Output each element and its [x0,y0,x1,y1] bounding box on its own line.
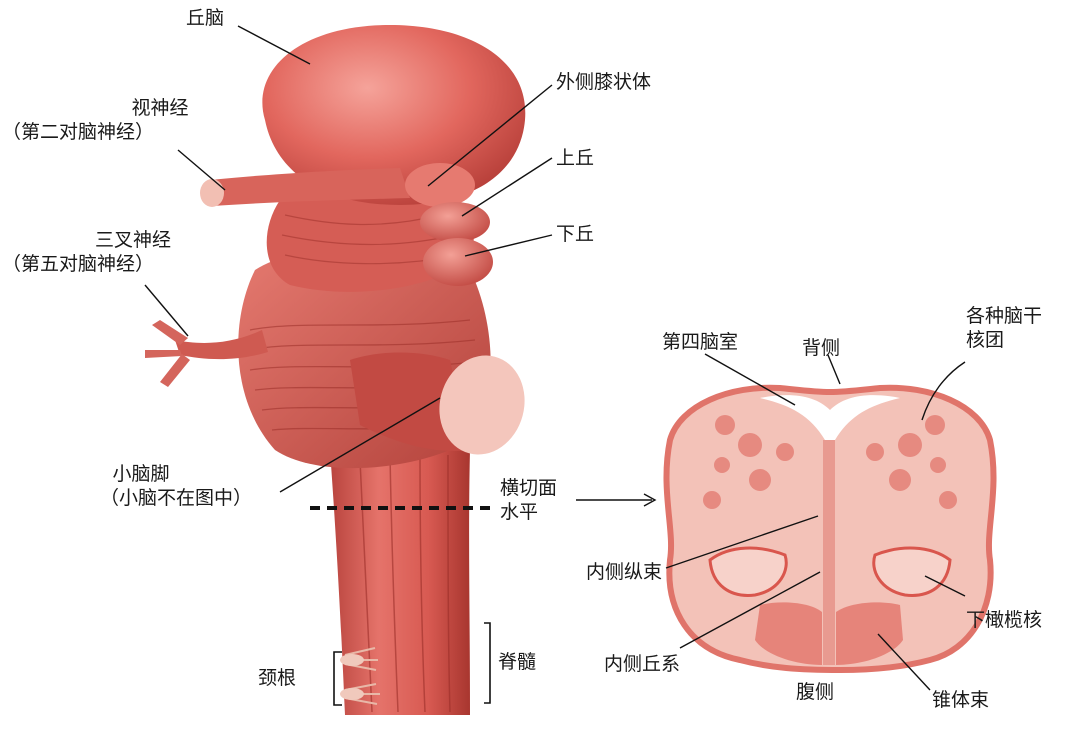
label-inferior-olive: 下橄榄核 [966,609,1043,631]
label-cerebellar-peduncle: 小脑脚 [112,463,170,485]
superior-colliculus [420,202,490,242]
optic-nerve [210,168,410,206]
label-brainstem-nuclei-1: 各种脑干 [966,305,1043,327]
cross-section-illustration [663,384,997,674]
cerebellar-peduncle [350,352,470,451]
spinal-cord [330,450,470,715]
brainstem-nuclei [703,415,957,509]
trigeminal-nerve [175,330,268,360]
label-medial-lemniscus: 内侧丘系 [604,653,681,675]
fourth-ventricle [760,395,900,440]
inferior-olive-right [872,546,952,597]
lateral-geniculate [405,163,475,207]
pyramid-left [755,602,822,665]
label-horizontal: 水平 [500,501,539,523]
label-fourth-ventricle: 第四脑室 [662,331,739,353]
label-optic-nerve-note: （第二对脑神经） [2,121,155,143]
label-trigeminal-note: （第五对脑神经） [2,253,155,275]
inferior-olive-left [708,546,788,597]
label-superior-colliculus: 上丘 [556,147,595,169]
label-cerebellar-peduncle-note: （小脑不在图中） [100,487,253,509]
midbrain [266,188,474,292]
label-dorsal: 背侧 [802,337,841,359]
label-mlf: 内侧纵束 [586,561,663,583]
label-thalamus: 丘脑 [186,7,225,29]
brainstem-illustration [145,25,526,715]
cervical-roots-bracket [333,651,342,706]
label-optic-nerve: 视神经 [131,97,189,119]
pyramid-right [836,602,903,665]
spinal-cord-bracket [484,622,491,704]
label-cervical-roots: 颈根 [258,667,297,689]
label-brainstem-nuclei-2: 核团 [966,329,1005,351]
label-inferior-colliculus: 下丘 [556,223,595,245]
label-lateral-geniculate: 外侧膝状体 [556,71,652,93]
inferior-colliculus [423,238,493,286]
label-cross-section: 横切面 [500,477,558,499]
label-pyramidal-tract: 锥体束 [932,689,990,711]
label-spinal-cord: 脊髓 [498,651,537,673]
label-trigeminal-nerve: 三叉神经 [94,229,171,251]
label-ventral: 腹侧 [796,681,835,703]
